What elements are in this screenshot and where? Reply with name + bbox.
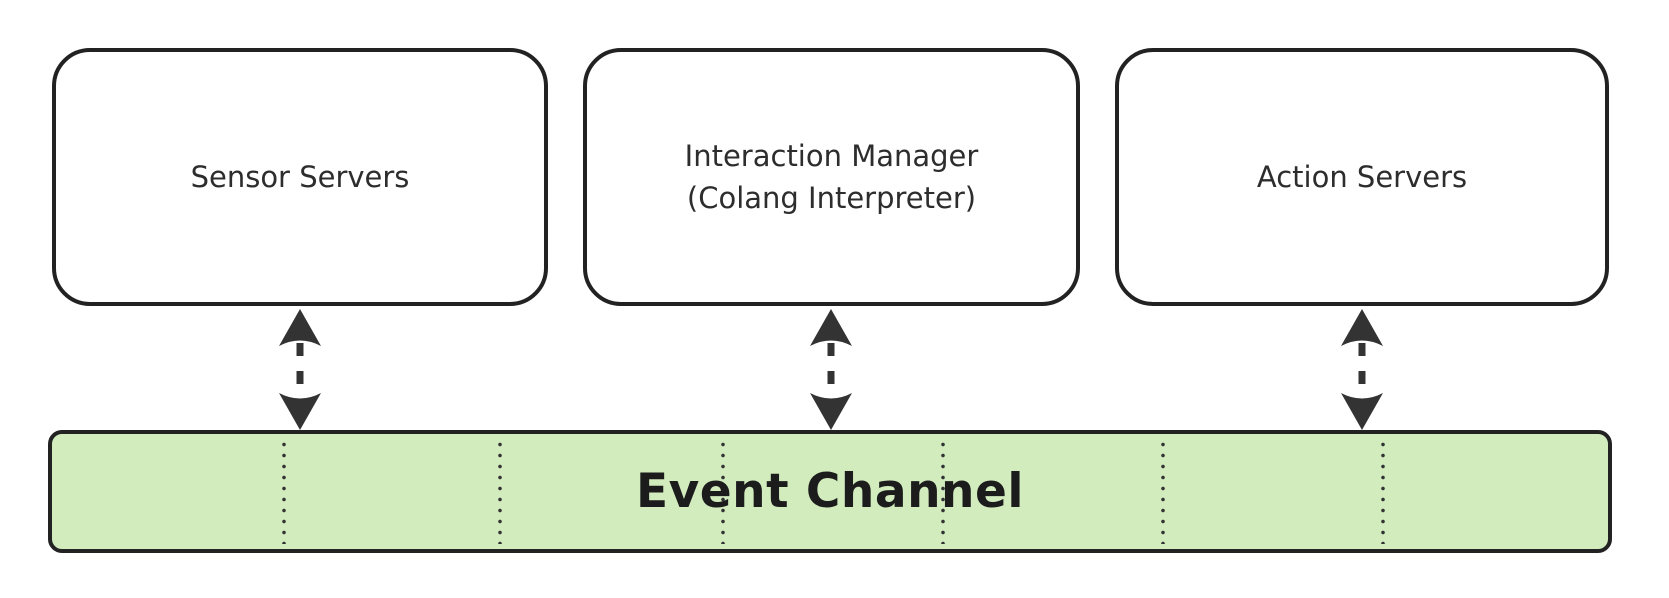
channel-divider-dotted-line [498, 439, 502, 544]
box-sensor-servers-label: Sensor Servers [190, 159, 410, 194]
channel-divider-dotted-line [941, 439, 945, 544]
interaction-manager-event-channel-bidirectional-arrow-icon [810, 309, 852, 430]
channel-divider-dotted-line [1161, 439, 1165, 544]
box-interaction-manager: Interaction Manager (Colang Interpreter) [583, 48, 1080, 306]
box-interaction-manager-label-line1: Interaction Manager [684, 138, 979, 173]
channel-divider-dotted-line [721, 439, 725, 544]
sensor-servers-event-channel-bidirectional-arrow-icon [279, 309, 321, 430]
box-interaction-manager-label-line2: (Colang Interpreter) [686, 181, 977, 215]
action-servers-event-channel-bidirectional-arrow-icon [1341, 309, 1383, 430]
box-sensor-servers: Sensor Servers [52, 48, 548, 306]
event-channel-bar: Event Channel [48, 430, 1612, 553]
event-channel-label: Event Channel [636, 464, 1024, 519]
channel-divider-dotted-line [282, 439, 286, 544]
box-action-servers-label: Action Servers [1256, 159, 1468, 194]
channel-divider-dotted-line [1381, 439, 1385, 544]
box-action-servers: Action Servers [1115, 48, 1609, 306]
